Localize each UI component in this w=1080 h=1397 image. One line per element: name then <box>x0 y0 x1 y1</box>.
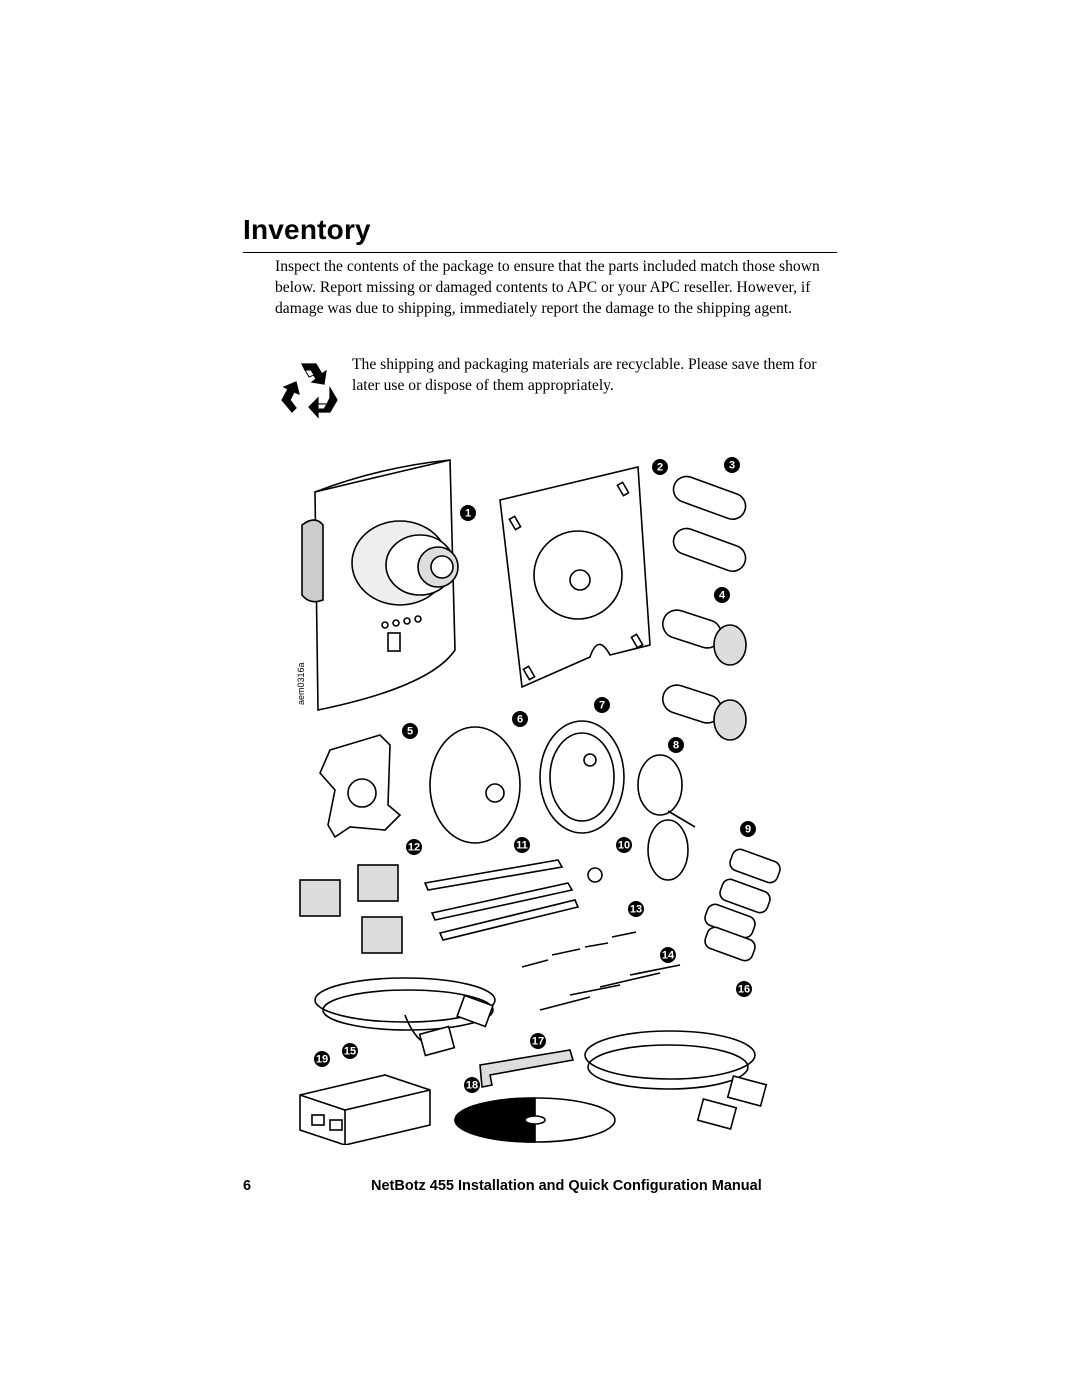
callout-label: 8 <box>673 740 679 752</box>
callout-18: 18 <box>464 1077 480 1093</box>
heading-rule <box>243 252 837 253</box>
callout-label: 9 <box>745 824 751 836</box>
pivot-mounts <box>661 609 747 741</box>
ring-plate <box>539 720 625 834</box>
callout-label: 12 <box>408 842 420 854</box>
callout-11: 11 <box>514 837 530 853</box>
callout-label: 7 <box>599 700 605 712</box>
callout-17: 17 <box>530 1033 546 1049</box>
intro-paragraph: Inspect the contents of the package to e… <box>275 258 820 317</box>
wall-anchors <box>704 848 781 962</box>
camera-appliance <box>301 459 459 711</box>
callout-label: 3 <box>729 460 735 472</box>
callout-15: 15 <box>342 1043 358 1059</box>
callout-16: 16 <box>736 981 752 997</box>
page-heading: Inventory <box>243 214 371 245</box>
callout-label: 13 <box>630 904 642 916</box>
callout-5: 5 <box>402 723 418 739</box>
callout-label: 11 <box>516 840 528 852</box>
tie-mounts <box>299 864 403 954</box>
callout-label: 10 <box>618 840 630 852</box>
power-cord-1 <box>314 977 496 1057</box>
callout-10: 10 <box>616 837 632 853</box>
page-number: 6 <box>243 1178 252 1194</box>
callout-12: 12 <box>406 839 422 855</box>
power-cord-2 <box>584 1030 768 1131</box>
callout-2: 2 <box>652 459 668 475</box>
callout-3: 3 <box>724 457 740 473</box>
callout-6: 6 <box>512 711 528 727</box>
bracket-plate <box>319 734 402 839</box>
callout-4: 4 <box>714 587 730 603</box>
callout-label: 1 <box>465 508 471 520</box>
cd-rom <box>454 1097 616 1143</box>
callout-label: 5 <box>407 726 413 738</box>
callout-14: 14 <box>660 947 676 963</box>
footer-title: NetBotz 455 Installation and Quick Confi… <box>371 1178 762 1194</box>
small-screw <box>587 867 603 883</box>
callout-8: 8 <box>668 737 684 753</box>
callout-label: 2 <box>657 462 663 474</box>
screws <box>521 931 681 1011</box>
callout-label: 16 <box>738 984 750 996</box>
mounting-plate <box>499 466 651 689</box>
poe-injector <box>299 1074 431 1145</box>
callout-label: 4 <box>719 590 726 602</box>
callout-label: 17 <box>532 1036 544 1048</box>
callout-label: 18 <box>466 1080 478 1092</box>
cable-ties <box>423 859 580 941</box>
callout-label: 14 <box>662 950 675 962</box>
recycle-note: The shipping and packaging materials are… <box>352 356 817 394</box>
callout-label: 15 <box>344 1046 356 1058</box>
callout-label: 19 <box>316 1054 328 1066</box>
dome-cover <box>429 726 521 844</box>
callout-13: 13 <box>628 901 644 917</box>
hex-key <box>479 1049 575 1088</box>
figure-code: aem0316a <box>296 662 306 705</box>
callout-9: 9 <box>740 821 756 837</box>
standoffs <box>672 475 747 573</box>
callout-label: 6 <box>517 714 523 726</box>
hose-clamp <box>637 754 696 881</box>
callout-7: 7 <box>594 697 610 713</box>
callout-1: 1 <box>460 505 476 521</box>
callout-19: 19 <box>314 1051 330 1067</box>
recycle-icon <box>281 363 338 419</box>
